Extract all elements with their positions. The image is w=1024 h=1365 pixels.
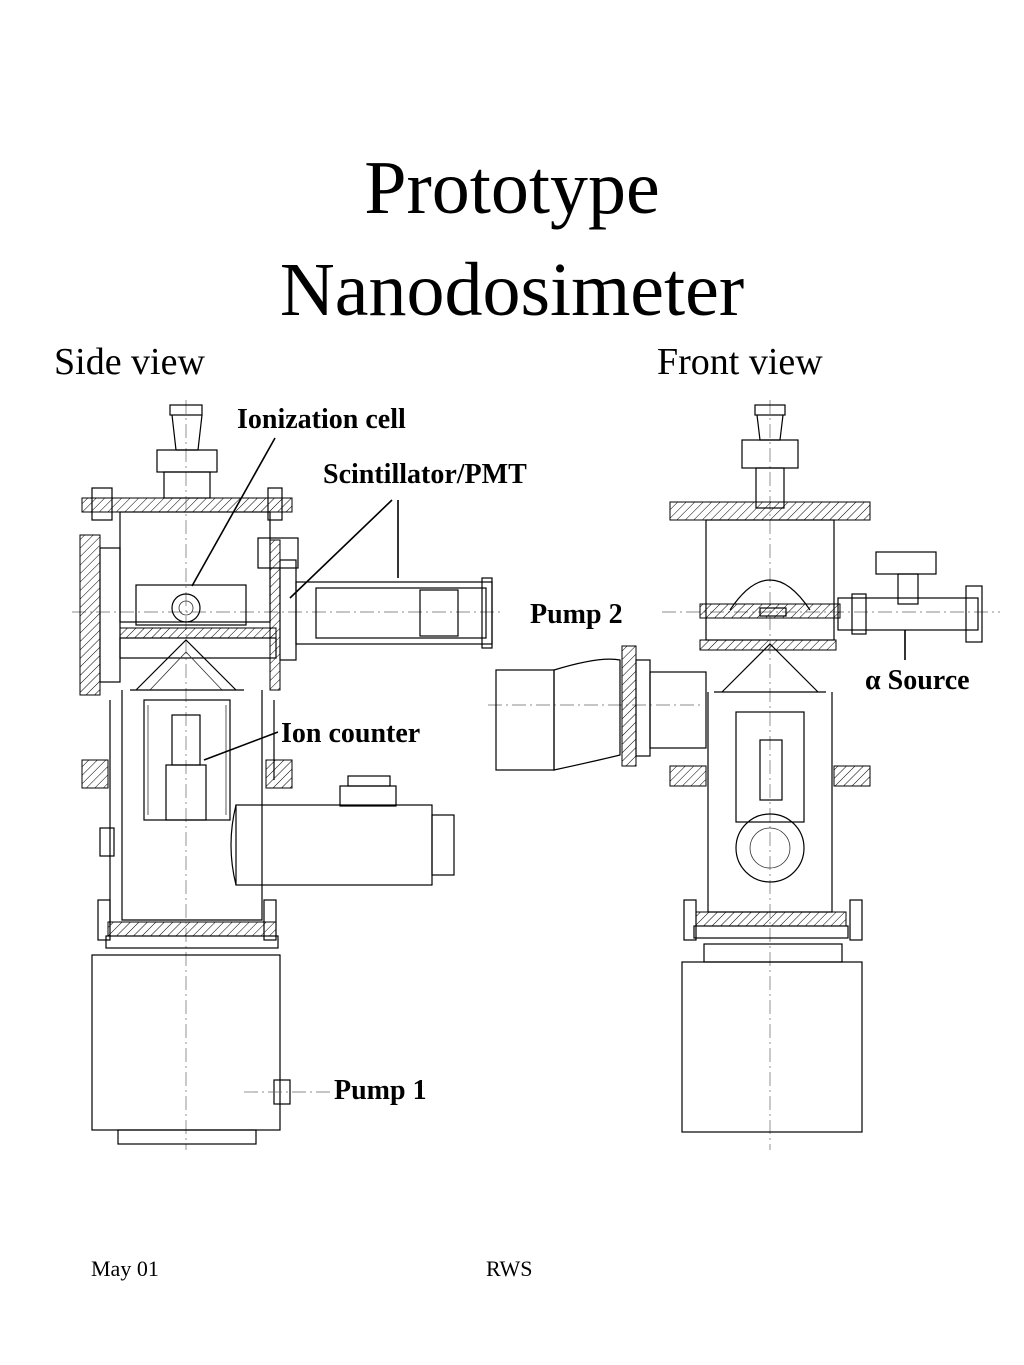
leader-lines — [191, 437, 399, 761]
alpha-source-text: Source — [887, 665, 970, 696]
leader-ion-counter — [203, 731, 279, 761]
front-view-drawing — [488, 400, 1000, 1150]
title-line-1: Prototype — [364, 146, 660, 230]
side-view-label: Side view — [54, 341, 205, 383]
alpha-symbol: α — [865, 665, 881, 696]
pump-1-label: Pump 1 — [334, 1075, 427, 1106]
footer-author: RWS — [486, 1256, 533, 1281]
scintillator-pmt-label: Scintillator/PMT — [323, 459, 527, 490]
ionization-cell-label: Ionization cell — [237, 404, 406, 435]
side-view-drawing — [72, 400, 500, 1150]
leader-ionization-cell — [191, 437, 276, 587]
title-line-2: Nanodosimeter — [279, 248, 745, 332]
leader-scintillator-pmt — [289, 499, 393, 599]
front-view-label: Front view — [657, 341, 823, 383]
alpha-source-label: α Source — [865, 666, 970, 696]
footer-date: May 01 — [91, 1256, 159, 1281]
ion-counter-label: Ion counter — [281, 718, 421, 749]
pump-2-label: Pump 2 — [530, 599, 623, 630]
